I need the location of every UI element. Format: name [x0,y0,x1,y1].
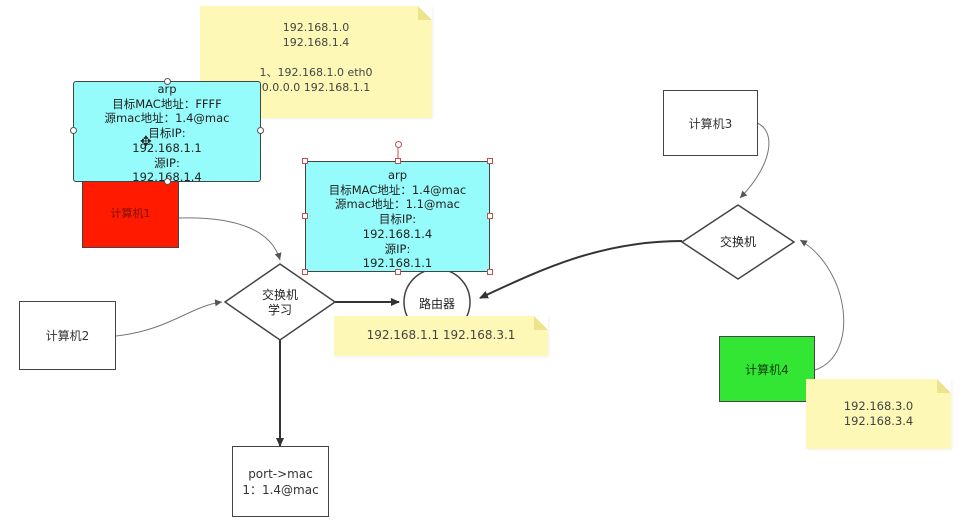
connector-pc4-switch [799,239,845,371]
arp-center-line: 192.168.1.4 [362,226,433,241]
computer-4-label: 计算机4 [745,362,789,377]
computer-4-node[interactable]: 计算机4 [719,336,815,402]
move-cursor-icon: ✥ [140,134,152,150]
note-top-line: 1、192.168.1.0 eth0 [259,66,373,79]
arp-center-box[interactable]: arp 目标MAC地址：1.4@mac 源mac地址：1.1@mac 目标IP:… [305,161,490,272]
note-fold-icon [418,6,432,20]
resize-handle[interactable] [302,158,308,164]
resize-handle[interactable] [395,269,401,275]
connector-pc1-switch [177,217,282,261]
switch-left-line: 交换机 [261,288,298,302]
arp-left-line: 目标IP: [148,126,186,141]
note-right-line: 192.168.3.0 [843,399,914,413]
switch-right-diamond [680,204,796,280]
arp-left-line: arp [157,82,177,96]
port-mac-line: 1：1.4@mac [242,482,319,497]
resize-handle[interactable] [395,158,401,164]
resize-handle[interactable] [487,158,493,164]
computer-3-label: 计算机3 [688,116,733,131]
arp-left-line: 源IP: [154,155,180,170]
note-fold-icon [937,379,951,393]
note-top[interactable]: 192.168.1.0 192.168.1.4 1、192.168.1.0 et… [200,6,432,118]
arp-center-line: 目标IP: [378,212,417,227]
note-fold-icon [534,316,548,330]
note-top-line: 192.168.1.0 [282,21,350,34]
connector-switchright-router [479,240,683,299]
note-top-line: 0.0.0.0 192.168.1.1 [261,81,371,94]
arp-center-line: 源IP: [384,241,411,256]
port-mac-table[interactable]: port->mac 1：1.4@mac [232,446,329,517]
arp-center-line: 目标MAC地址：1.4@mac [328,182,467,197]
arp-left-line: 源mac地址：1.4@mac [104,111,230,126]
resize-handle[interactable] [487,213,493,219]
computer-2-node[interactable]: 计算机2 [19,301,116,370]
resize-handle[interactable] [164,78,171,85]
router-label-text: 路由器 [418,297,455,311]
port-mac-line: port->mac [248,466,313,481]
switch-left-label[interactable]: 交换机 学习 [245,288,315,318]
arp-center-line: arp [387,168,408,182]
rotate-handle[interactable] [395,141,402,148]
computer-3-node[interactable]: 计算机3 [663,90,758,156]
resize-handle[interactable] [164,178,171,185]
arp-left-line: 目标MAC地址：FFFF [112,96,222,111]
note-router-line: 192.168.1.1 192.168.3.1 [366,328,516,342]
connector-pc2-switch [115,299,223,337]
resize-handle[interactable] [302,269,308,275]
arp-left-box[interactable]: arp 目标MAC地址：FFFF 源mac地址：1.4@mac 目标IP: 19… [73,81,261,185]
switch-left-line: 学习 [267,303,292,317]
note-top-line [200,50,432,65]
switch-right-text: 交换机 [719,235,756,249]
arp-left-line: 192.168.1.4 [74,170,260,185]
resize-handle[interactable] [487,269,493,275]
switch-left-diamond [223,263,337,341]
note-top-line: 192.168.1.4 [282,36,350,49]
computer-1-node[interactable]: 计算机1 [82,178,179,248]
computer-1-label: 计算机1 [110,207,151,220]
note-right[interactable]: 192.168.3.0 192.168.3.4 [806,379,951,449]
resize-handle[interactable] [302,213,308,219]
resize-handle[interactable] [70,127,77,134]
arp-center-line: 源mac地址：1.1@mac [335,197,460,212]
arp-center-line: 192.168.1.1 [362,256,433,271]
computer-2-label: 计算机2 [45,329,90,343]
note-router[interactable]: 192.168.1.1 192.168.3.1 [334,316,548,356]
arp-left-line: 192.168.1.1 [132,140,202,155]
router-label[interactable]: 路由器 [404,295,470,312]
connector-pc3-switch [739,122,770,199]
switch-right-label[interactable]: 交换机 [708,235,768,250]
resize-handle[interactable] [257,127,264,134]
note-right-line: 192.168.3.4 [843,414,914,428]
